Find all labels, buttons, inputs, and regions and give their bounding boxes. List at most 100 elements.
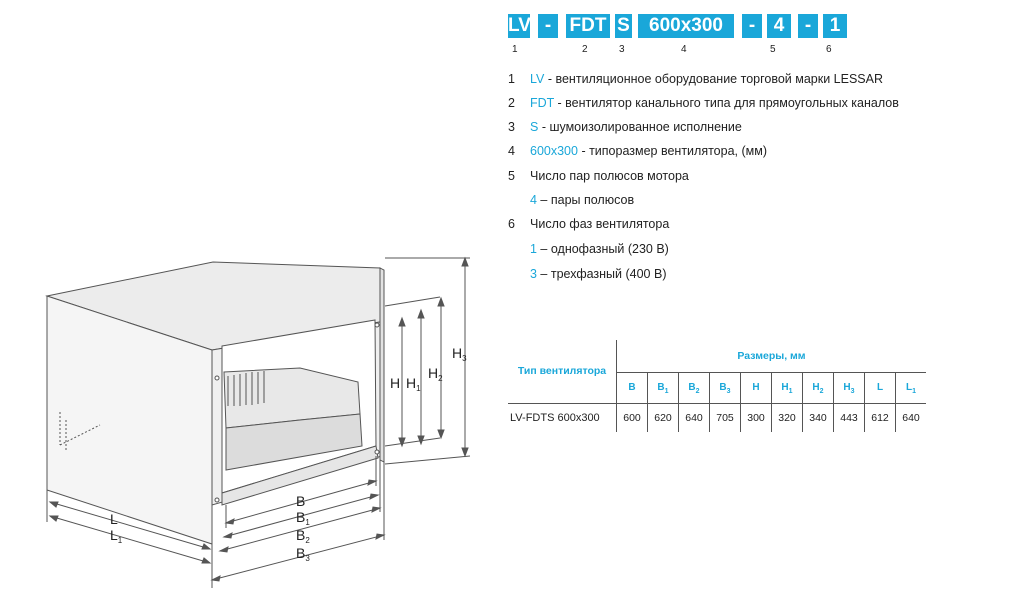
impeller <box>227 371 265 406</box>
legend-key: FDT <box>530 96 555 110</box>
code-segment: 4 <box>767 14 791 38</box>
table-column-header: B2 <box>678 372 710 404</box>
label-B3: B3 <box>296 545 310 563</box>
h-dimension-lines <box>398 256 469 458</box>
table-cell: 600 <box>616 403 648 432</box>
table-column-header: B1 <box>647 372 679 404</box>
table-column-header: B3 <box>709 372 741 404</box>
table-column-header: H3 <box>833 372 865 404</box>
column-symbol: H <box>781 381 789 393</box>
code-position-number: 2 <box>582 44 588 55</box>
column-symbol: L <box>905 381 913 393</box>
table-cell: 640 <box>678 403 710 432</box>
legend-text: LV - вентиляционное оборудование торгово… <box>530 72 883 86</box>
legend-text: Число пар полюсов мотора <box>530 169 689 183</box>
legend-key: 4 <box>530 193 537 207</box>
column-subscript: 3 <box>850 387 855 395</box>
label-H3: H3 <box>452 345 467 363</box>
legend-text: 3 – трехфазный (400 В) <box>530 267 666 281</box>
table-column-header: L1 <box>895 372 926 404</box>
code-segment: LV <box>508 14 531 38</box>
column-symbol: H <box>752 381 760 393</box>
legend-key: LV <box>530 72 545 86</box>
legend-description: – однофазный (230 В) <box>536 242 669 256</box>
table-cell: 612 <box>864 403 896 432</box>
column-symbol: H <box>812 381 820 393</box>
legend-number: 5 <box>508 169 515 183</box>
table-cell: 620 <box>647 403 679 432</box>
table-header-type: Тип вентилятора <box>508 340 617 404</box>
outlet-flange <box>379 267 385 463</box>
legend-number: 2 <box>508 96 515 110</box>
code-position-number: 6 <box>826 44 832 55</box>
legend-description: Число пар полюсов мотора <box>530 169 689 183</box>
column-symbol: B <box>657 381 665 393</box>
legend-key: S <box>530 120 539 134</box>
table-cell: 320 <box>771 403 803 432</box>
column-symbol: B <box>719 381 727 393</box>
code-position-number: 4 <box>681 44 687 55</box>
legend-description: – пары полюсов <box>536 193 635 207</box>
code-segment: - <box>798 14 818 38</box>
code-segment: - <box>742 14 762 38</box>
l-dimension-lines <box>46 490 213 588</box>
legend-description: – трехфазный (400 В) <box>536 267 667 281</box>
table-cell: 705 <box>709 403 741 432</box>
column-symbol: H <box>843 381 851 393</box>
code-segment: FDT <box>566 14 610 38</box>
table-cell: 300 <box>740 403 772 432</box>
table-cell: 640 <box>895 403 926 432</box>
label-L: L <box>110 511 118 527</box>
label-H1: H1 <box>406 375 421 393</box>
table-column-header: H1 <box>771 372 803 404</box>
column-subscript: 2 <box>695 387 700 395</box>
row-model-name: LV-FDTS 600x300 <box>510 412 600 424</box>
code-position-number: 5 <box>770 44 776 55</box>
legend-description: Число фаз вентилятора <box>530 217 670 231</box>
label-L1: L1 <box>110 527 123 545</box>
hidden-edges <box>59 412 101 450</box>
table-column-header: B <box>616 372 648 404</box>
legend-description: - вентиляционное оборудование торговой м… <box>544 72 883 86</box>
column-subscript: 3 <box>726 387 731 395</box>
legend-number: 3 <box>508 120 515 134</box>
label-B: B <box>296 493 305 509</box>
table-header-dimensions: Размеры, мм <box>616 340 926 373</box>
column-subscript: 1 <box>664 387 669 395</box>
legend-key: 3 <box>530 267 537 281</box>
code-segment: - <box>538 14 558 38</box>
legend-text: 1 – однофазный (230 В) <box>530 242 669 256</box>
legend-key: 1 <box>530 242 537 256</box>
legend-number: 1 <box>508 72 515 86</box>
column-symbol: L <box>876 381 884 393</box>
legend-number: 6 <box>508 217 515 231</box>
code-segment: S <box>615 14 632 38</box>
b-dimension-lines <box>210 456 386 582</box>
table-cell: 443 <box>833 403 865 432</box>
legend-text: 4 – пары полюсов <box>530 193 634 207</box>
code-segment: 600x300 <box>638 14 734 38</box>
column-symbol: B <box>628 381 636 393</box>
table-column-header: L <box>864 372 896 404</box>
column-subscript: 1 <box>912 387 916 395</box>
column-subscript: 1 <box>788 387 793 395</box>
column-subscript: 2 <box>819 387 824 395</box>
table-column-header: H2 <box>802 372 834 404</box>
fan-technical-drawing: L L1 B B1 B2 B3 H H1 H2 H3 <box>45 256 471 588</box>
column-symbol: B <box>688 381 696 393</box>
code-position-number: 3 <box>619 44 625 55</box>
legend-text: S - шумоизолированное исполнение <box>530 120 742 134</box>
code-position-number: 1 <box>512 44 518 55</box>
legend-description: - шумоизолированное исполнение <box>538 120 742 134</box>
label-B2: B2 <box>296 527 310 545</box>
legend-key: 600x300 <box>530 144 578 158</box>
legend-number: 4 <box>508 144 515 158</box>
legend-text: FDT - вентилятор канального типа для пря… <box>530 96 899 110</box>
code-segment: 1 <box>823 14 847 38</box>
legend-text: 600x300 - типоразмер вентилятора, (мм) <box>530 144 767 158</box>
legend-text: Число фаз вентилятора <box>530 217 669 231</box>
label-H2: H2 <box>428 365 443 383</box>
label-H: H <box>390 375 400 391</box>
